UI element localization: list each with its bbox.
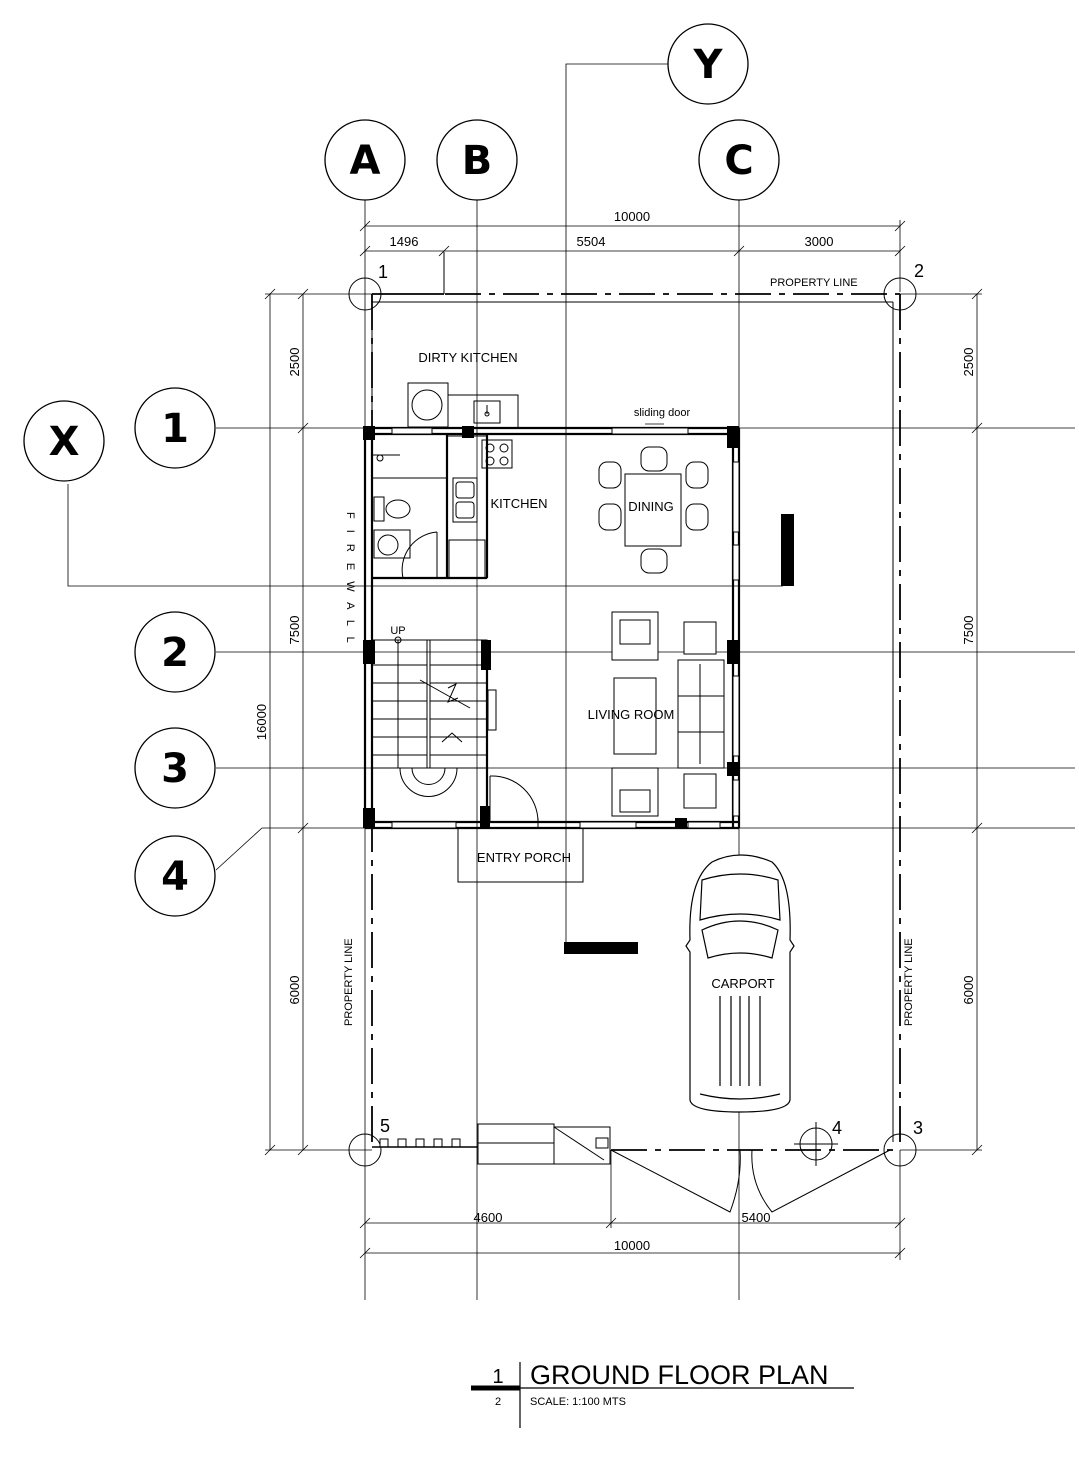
section-y-marker	[564, 942, 638, 954]
corner-label-4: 4	[832, 1118, 842, 1138]
svg-text:4: 4	[161, 854, 189, 900]
section-bubble-x: X	[23, 400, 105, 482]
grid-bubble-4: 4	[134, 835, 216, 917]
firewall-label: F I R E W A L L	[344, 512, 356, 647]
windows	[391, 427, 740, 829]
room-dining: DINING	[628, 499, 674, 514]
property-line-label-top: PROPERTY LINE	[770, 277, 858, 289]
room-kitchen: KITCHEN	[490, 496, 547, 511]
grid-bubble-c: C	[698, 119, 780, 201]
grid-lines	[67, 63, 1075, 1300]
room-carport: CARPORT	[711, 976, 774, 991]
dim-top-total: 10000	[614, 209, 650, 224]
dim-left-2500: 2500	[287, 348, 302, 377]
dim-top-5504: 5504	[577, 234, 606, 249]
dim-bottom-4600: 4600	[474, 1210, 503, 1225]
dim-right-7500: 7500	[961, 616, 976, 645]
svg-text:2: 2	[161, 630, 189, 676]
structural-columns	[363, 426, 739, 828]
dimension-lines	[264, 220, 983, 1260]
title-number: 1	[492, 1366, 503, 1388]
grid-bubble-2: 2	[134, 611, 216, 693]
title-sheet-number: 2	[495, 1396, 501, 1408]
room-dirty-kitchen: DIRTY KITCHEN	[418, 350, 517, 365]
dim-right-6000: 6000	[961, 976, 976, 1005]
section-bubble-y: Y	[667, 23, 749, 105]
living-room-furniture	[611, 611, 725, 817]
svg-text:Y: Y	[693, 42, 724, 88]
corner-label-5: 5	[380, 1116, 390, 1136]
dim-left-6000: 6000	[287, 976, 302, 1005]
dining-furniture	[598, 446, 709, 574]
svg-text:A: A	[350, 138, 381, 184]
svg-text:X: X	[49, 419, 80, 465]
grid-bubble-1: 1	[134, 387, 216, 469]
dim-top-3000: 3000	[805, 234, 834, 249]
drawing-scale: SCALE: 1:100 MTS	[530, 1396, 626, 1408]
toilet-bath-fixtures	[372, 454, 447, 579]
corner-label-2: 2	[914, 261, 924, 281]
dim-left-7500: 7500	[287, 616, 302, 645]
dim-bottom-total: 10000	[614, 1238, 650, 1253]
grid-bubble-b: B	[436, 119, 518, 201]
car-outline	[685, 854, 795, 1113]
corner-label-1: 1	[378, 262, 388, 282]
kitchen-fixtures	[446, 435, 513, 579]
section-x-marker	[781, 514, 794, 586]
dim-top-1496: 1496	[390, 234, 419, 249]
sliding-door-label: sliding door	[634, 407, 691, 419]
front-fence-gate	[372, 1123, 891, 1213]
dim-left-16000: 16000	[254, 704, 269, 740]
dim-bottom-5400: 5400	[742, 1210, 771, 1225]
property-line-label-left: PROPERTY LINE	[343, 938, 355, 1026]
grid-bubble-a: A	[324, 119, 406, 201]
drawing-title: GROUND FLOOR PLAN	[530, 1360, 829, 1390]
corner-label-3: 3	[913, 1118, 923, 1138]
svg-text:B: B	[462, 138, 493, 184]
staircase	[371, 636, 497, 797]
room-entry-porch: ENTRY PORCH	[477, 850, 571, 865]
svg-text:C: C	[724, 138, 753, 184]
stair-up-label: UP	[390, 625, 405, 637]
entry-door-porch	[457, 775, 584, 883]
property-line-label-right: PROPERTY LINE	[903, 938, 915, 1026]
svg-text:1: 1	[161, 406, 189, 452]
room-living: LIVING ROOM	[588, 707, 675, 722]
dirty-kitchen-fixtures	[371, 301, 894, 1142]
dim-right-2500: 2500	[961, 348, 976, 377]
title-block	[471, 1362, 854, 1428]
svg-text:3: 3	[161, 746, 189, 792]
grid-bubble-3: 3	[134, 727, 216, 809]
